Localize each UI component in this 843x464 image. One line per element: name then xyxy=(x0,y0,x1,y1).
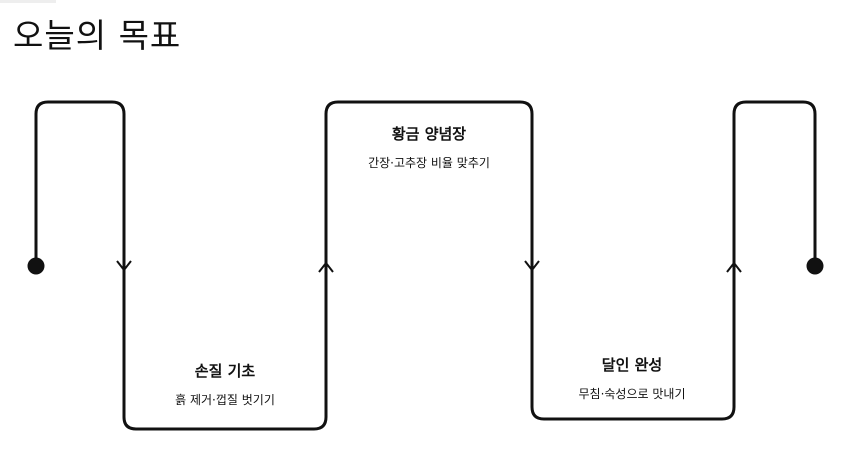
start-dot xyxy=(27,257,45,275)
step-title: 황금 양념장 xyxy=(391,125,467,143)
step-description: 간장·고추장 비율 맞추기 xyxy=(368,156,490,170)
step-golden-sauce: 황금 양념장 간장·고추장 비율 맞추기 xyxy=(329,124,529,171)
step-title: 손질 기초 xyxy=(194,362,256,380)
roadmap-path-line xyxy=(34,100,817,431)
arrow-down-icon xyxy=(116,260,132,272)
end-dot xyxy=(806,257,824,275)
arrow-up-icon xyxy=(726,261,742,273)
step-description: 흙 제거·껍질 벗기기 xyxy=(175,393,275,407)
window-corner-tab xyxy=(0,0,56,3)
arrow-up-icon xyxy=(318,261,334,273)
page-title: 오늘의 목표 xyxy=(13,16,182,55)
step-master-finish: 달인 완성 무침·숙성으로 맛내기 xyxy=(532,355,732,402)
step-description: 무침·숙성으로 맛내기 xyxy=(578,387,686,401)
step-prep-basics: 손질 기초 흙 제거·껍질 벗기기 xyxy=(125,361,325,408)
arrow-down-icon xyxy=(524,260,540,272)
step-title: 달인 완성 xyxy=(601,356,663,374)
